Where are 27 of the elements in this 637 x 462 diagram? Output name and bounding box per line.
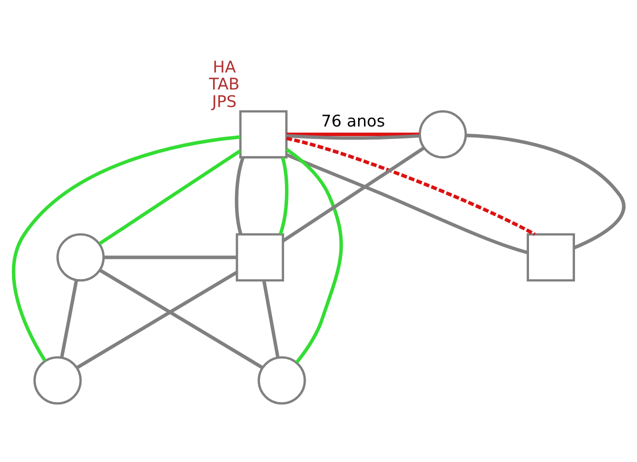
connector [76,270,238,369]
connector [466,133,626,249]
node-label: JPS [212,91,237,110]
node-circle [418,110,467,158]
node-label: TAB [208,74,240,94]
connector [286,152,528,254]
node-box [526,232,575,282]
connector [286,132,420,136]
connector [286,134,420,140]
connector [286,136,536,236]
connector [262,280,280,358]
connector [104,255,237,259]
node-circle [33,356,82,404]
connector [98,148,242,245]
connector [278,156,288,234]
node-label: HA [212,56,236,76]
connector [282,146,425,242]
connector [234,156,245,234]
connector [286,147,343,363]
edge-label: 76 anos [321,111,385,130]
connector [98,268,264,369]
node-box [236,232,284,282]
connector [60,279,78,358]
connector [12,134,240,362]
node-circle [258,356,306,404]
node-circle [56,232,105,282]
node-box [239,110,288,158]
